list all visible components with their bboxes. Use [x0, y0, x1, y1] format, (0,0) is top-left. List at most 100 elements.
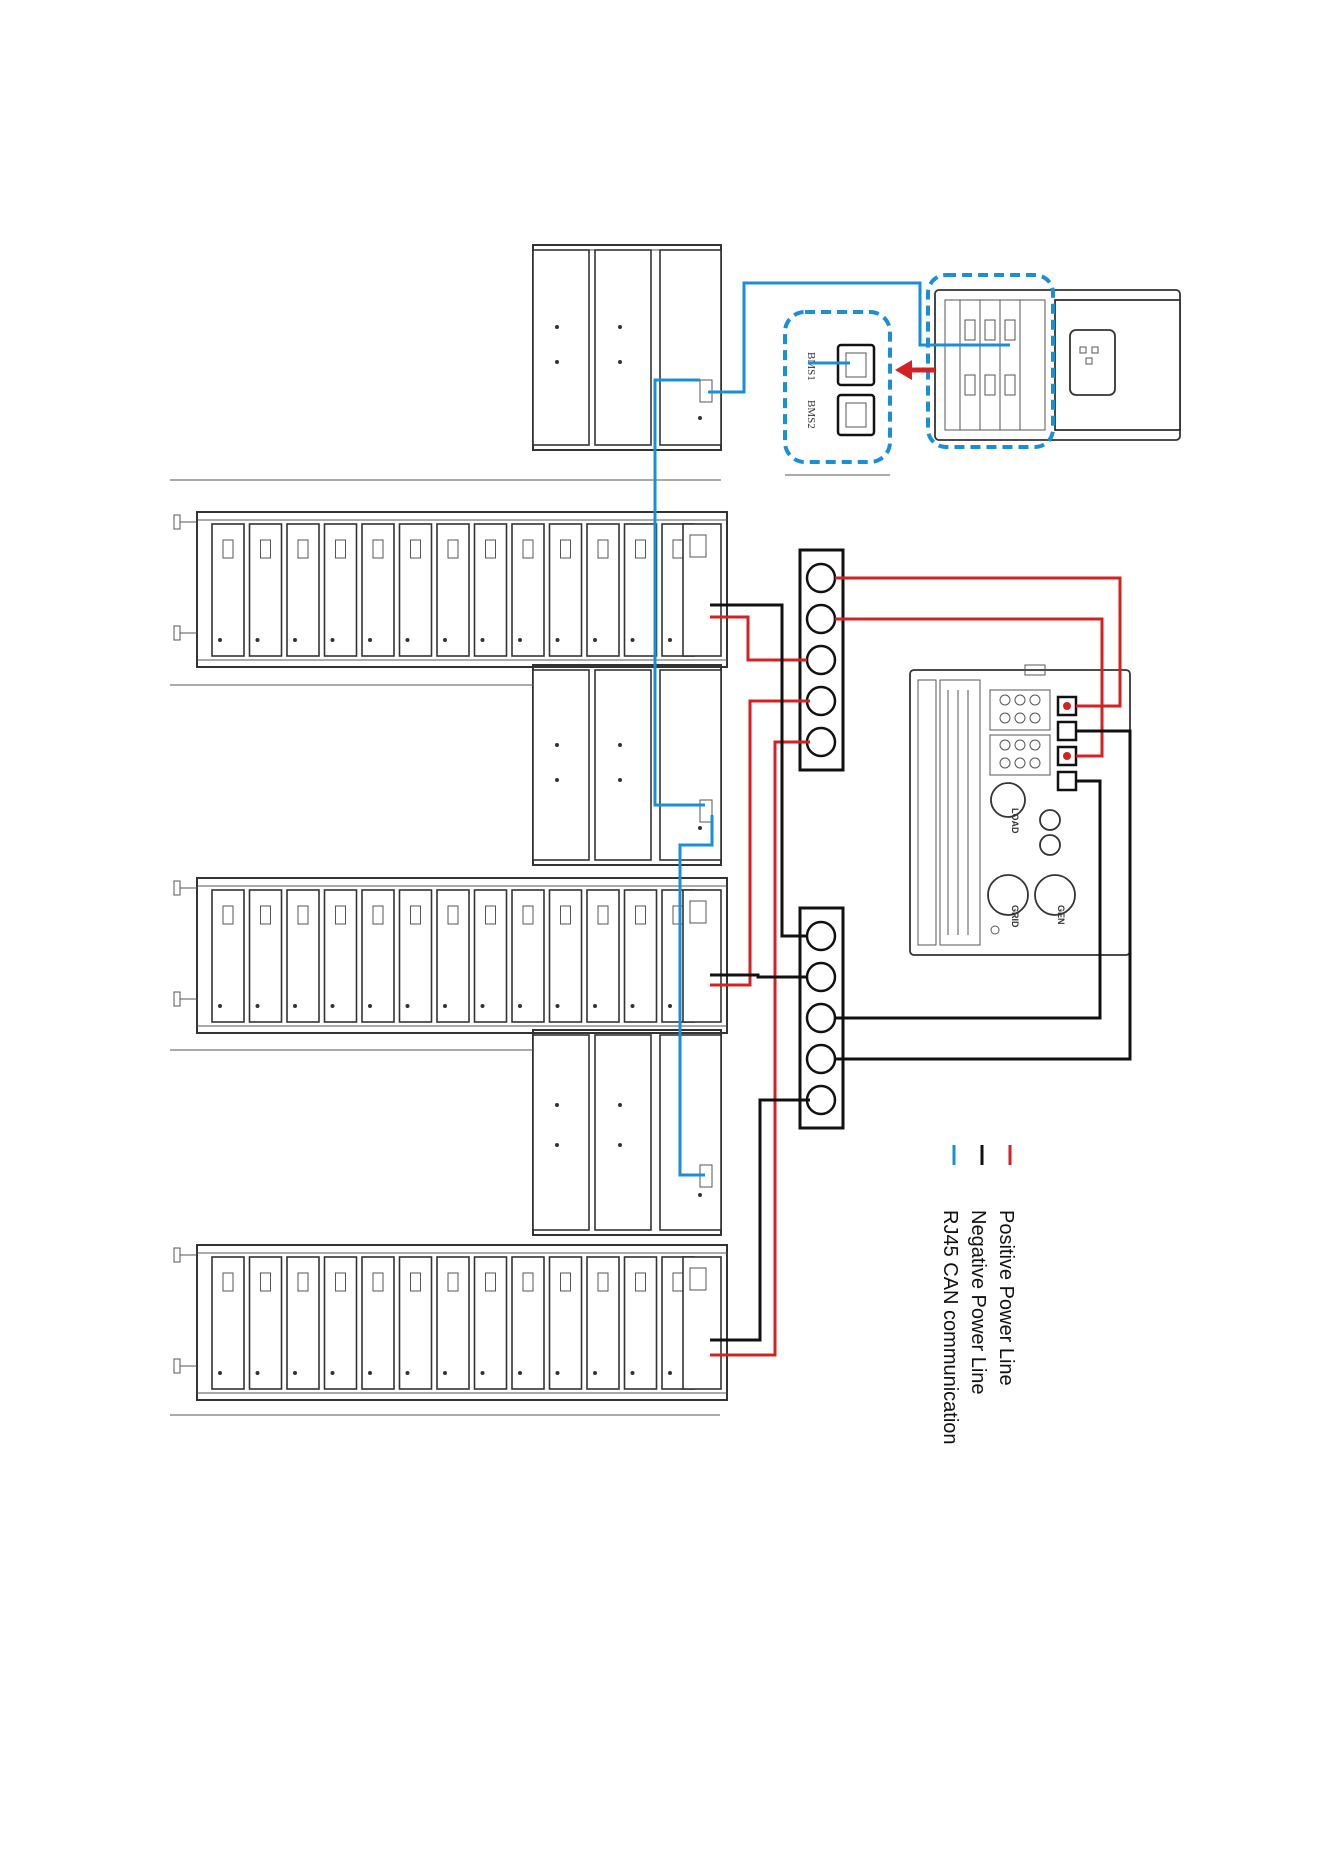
module-screw — [256, 1004, 260, 1008]
module-screw — [331, 1004, 335, 1008]
battery-module — [550, 1257, 582, 1389]
rack-controller — [683, 1257, 721, 1389]
battery-module — [625, 1257, 657, 1389]
module-screw — [593, 1004, 597, 1008]
grid-label: GRID — [1010, 905, 1020, 928]
hv-box-2 — [533, 665, 721, 865]
module-screw — [631, 1004, 635, 1008]
battery-module — [475, 524, 507, 656]
inverter-main: LOAD GRID GEN — [910, 665, 1130, 955]
module-screw — [406, 1004, 410, 1008]
battery-module — [250, 524, 282, 656]
battery-module — [362, 890, 394, 1022]
module-screw — [668, 1004, 672, 1008]
battery-module — [512, 1257, 544, 1389]
battery-module — [212, 524, 244, 656]
battery-module — [250, 890, 282, 1022]
module-screw — [556, 1371, 560, 1375]
battery-module — [587, 1257, 619, 1389]
battery-module — [625, 890, 657, 1022]
battery-module — [287, 1257, 319, 1389]
legend: Positive Power Line Negative Power Line … — [939, 1145, 1017, 1445]
module-screw — [668, 1371, 672, 1375]
module-screw — [331, 1371, 335, 1375]
battery-module — [437, 524, 469, 656]
battery-module — [287, 890, 319, 1022]
battery-module — [587, 524, 619, 656]
bms2-label: BMS2 — [805, 400, 817, 429]
module-screw — [218, 1004, 222, 1008]
legend-positive-label: Positive Power Line — [995, 1210, 1017, 1386]
legend-communication-label: RJ45 CAN communication — [939, 1210, 961, 1445]
gen-label: GEN — [1056, 905, 1066, 925]
module-screw — [443, 1004, 447, 1008]
legend-communication: RJ45 CAN communication — [939, 1145, 961, 1445]
battery-module — [475, 1257, 507, 1389]
battery-module — [400, 524, 432, 656]
bms1-label: BMS1 — [805, 352, 817, 381]
battery-modules — [212, 524, 721, 1389]
legend-negative-label: Negative Power Line — [967, 1210, 989, 1395]
battery-module — [512, 524, 544, 656]
legend-positive: Positive Power Line — [995, 1145, 1017, 1386]
battery-module — [587, 890, 619, 1022]
module-screw — [406, 638, 410, 642]
battery-module — [512, 890, 544, 1022]
module-screw — [256, 638, 260, 642]
battery-module — [400, 1257, 432, 1389]
module-screw — [556, 1004, 560, 1008]
module-screw — [593, 638, 597, 642]
module-screw — [631, 638, 635, 642]
rack-controller — [683, 890, 721, 1022]
module-screw — [331, 638, 335, 642]
module-screw — [368, 638, 372, 642]
battery-module — [212, 1257, 244, 1389]
module-screw — [256, 1371, 260, 1375]
module-screw — [556, 638, 560, 642]
module-screw — [406, 1371, 410, 1375]
module-screw — [218, 1371, 222, 1375]
battery-module — [400, 890, 432, 1022]
legend-negative: Negative Power Line — [967, 1145, 989, 1395]
module-screw — [443, 1371, 447, 1375]
module-screw — [668, 638, 672, 642]
module-screw — [518, 1371, 522, 1375]
battery-module — [475, 890, 507, 1022]
module-screw — [293, 638, 297, 642]
module-screw — [443, 638, 447, 642]
battery-module — [550, 890, 582, 1022]
battery-module — [550, 524, 582, 656]
rj45-port-bms1 — [838, 345, 874, 385]
battery-module — [625, 524, 657, 656]
module-screw — [481, 1371, 485, 1375]
module-screw — [481, 1004, 485, 1008]
battery-module — [362, 524, 394, 656]
battery-module — [250, 1257, 282, 1389]
module-screw — [518, 1004, 522, 1008]
battery-module — [362, 1257, 394, 1389]
inverter-top — [928, 275, 1180, 447]
module-screw — [368, 1004, 372, 1008]
hv-box-1 — [533, 245, 721, 450]
module-screw — [293, 1371, 297, 1375]
battery-module — [325, 524, 357, 656]
rj45-port-bms2 — [838, 395, 874, 435]
battery-module — [437, 1257, 469, 1389]
module-screw — [518, 638, 522, 642]
module-screw — [293, 1004, 297, 1008]
module-screw — [368, 1371, 372, 1375]
module-screw — [481, 638, 485, 642]
module-screw — [218, 638, 222, 642]
module-screw — [593, 1371, 597, 1375]
hv-box-3 — [533, 1030, 721, 1235]
battery-module — [325, 1257, 357, 1389]
battery-module — [212, 890, 244, 1022]
module-screw — [631, 1371, 635, 1375]
rack-controller — [683, 524, 721, 656]
bms-port-callout: BMS1 BMS2 — [785, 312, 890, 475]
load-label: LOAD — [1010, 808, 1020, 834]
battery-module — [437, 890, 469, 1022]
battery-module — [287, 524, 319, 656]
battery-module — [325, 890, 357, 1022]
